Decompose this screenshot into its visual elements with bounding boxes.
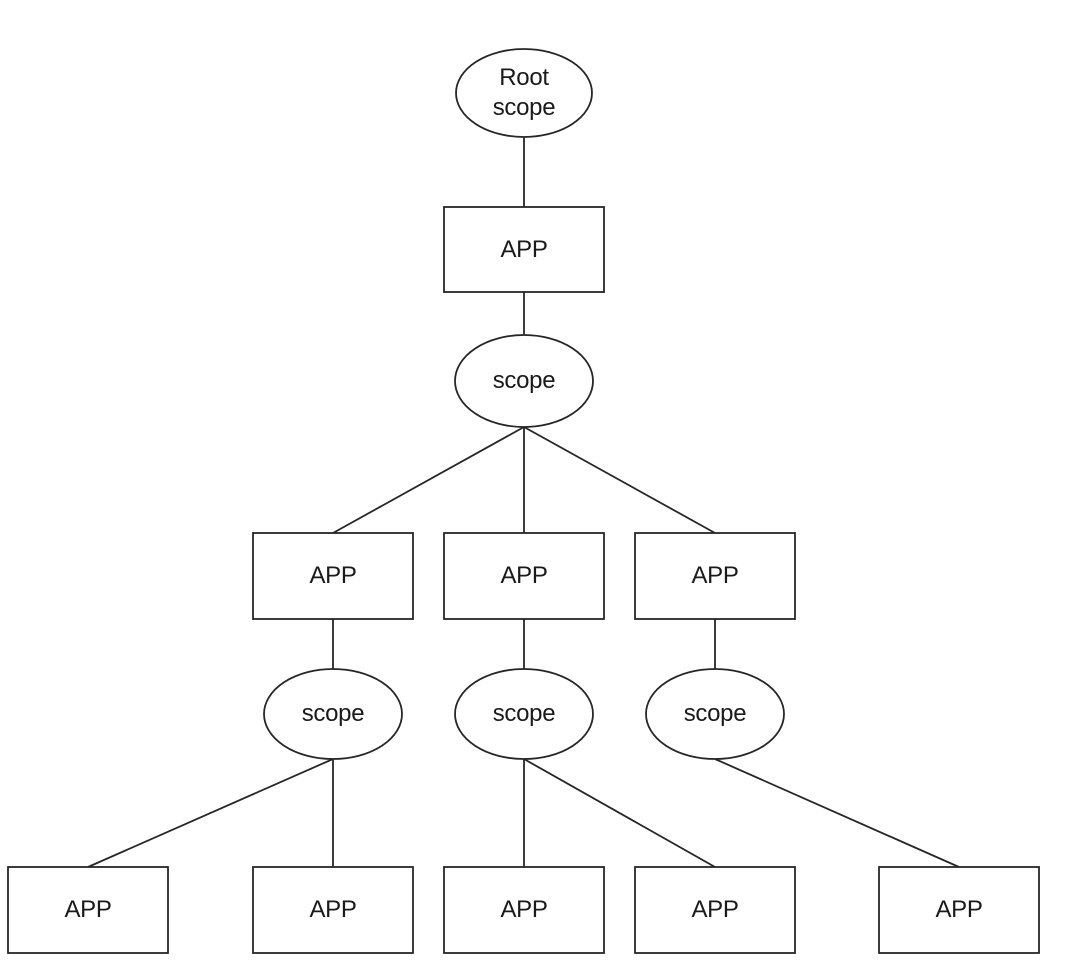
edge-scope-l-to-app-b1 bbox=[87, 758, 334, 868]
node-app-b5-box bbox=[878, 866, 1040, 954]
edge-scope-mid-to-app-r bbox=[523, 426, 716, 534]
edge-scope-c-to-app-b4 bbox=[523, 758, 716, 868]
node-scope-c-ellipse bbox=[454, 668, 594, 760]
node-app-b1-box bbox=[7, 866, 169, 954]
node-app-l-box bbox=[252, 532, 414, 620]
node-app-b4-box bbox=[634, 866, 796, 954]
node-app-r-box bbox=[634, 532, 796, 620]
node-app-b3-box bbox=[443, 866, 605, 954]
node-scope-mid-ellipse bbox=[454, 334, 594, 428]
node-scope-l-ellipse bbox=[263, 668, 403, 760]
node-app-b2-box bbox=[252, 866, 414, 954]
edge-scope-mid-to-app-l bbox=[332, 426, 525, 534]
node-root-scope-ellipse bbox=[455, 48, 593, 138]
node-scope-r-ellipse bbox=[645, 668, 785, 760]
node-app-top-box bbox=[443, 206, 605, 293]
node-app-c-box bbox=[443, 532, 605, 620]
edge-scope-r-to-app-b5 bbox=[714, 758, 960, 868]
